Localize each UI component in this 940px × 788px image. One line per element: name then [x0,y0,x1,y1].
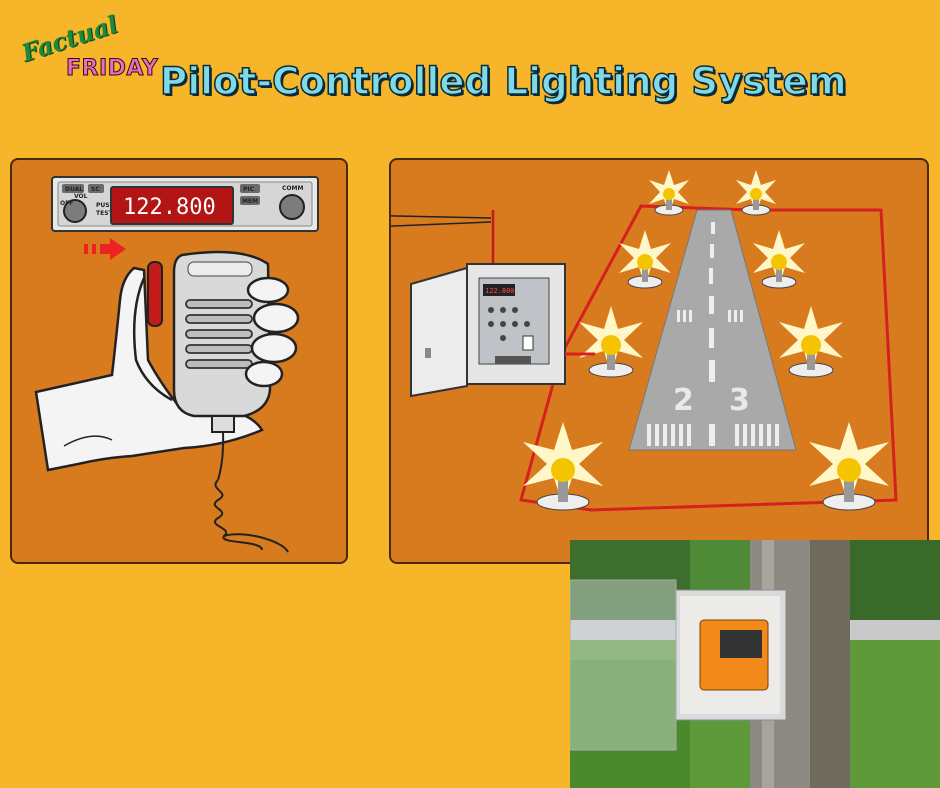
radio-panel: DUAL SC PUSH TEST VOL OFF 122.800 PIC ME… [10,158,348,564]
dual-label: DUAL [65,186,83,193]
coiled-cord [213,431,289,553]
runway-light-icon [619,230,671,289]
runway-light-icon [779,306,843,378]
runway-illustration: 2 3 [391,170,898,512]
dual-button[interactable] [62,184,84,193]
mem-label: MEM [242,198,258,205]
sc-button[interactable] [88,184,104,193]
photo-scene [570,540,940,788]
controller-door [410,266,468,398]
runway-number-left: 2 [673,383,694,418]
controller-display: 122.800 [485,287,515,295]
volume-knob[interactable] [63,199,87,223]
installed-controller-photo [570,540,940,788]
push-arrow-icon [84,238,126,260]
off-label: OFF [60,200,73,207]
runway-light-icon [753,230,805,289]
runway-panel: 2 3 [389,158,929,564]
mem-button[interactable] [240,196,260,205]
pic-button[interactable] [240,184,260,193]
ptt-button[interactable] [147,261,163,327]
comm-label: COMM [282,185,303,192]
runway-light-icon [736,170,776,216]
runway-light-icon [579,306,643,378]
callout-line [391,215,492,227]
runway-light-icon [523,422,603,511]
push-label: PUSH [96,202,115,209]
frequency-readout: 122.800 [123,195,216,220]
runway: 2 3 [628,209,797,451]
runway-lights [523,170,889,511]
comm-radio: DUAL SC PUSH TEST VOL OFF 122.800 PIC ME… [51,176,319,232]
runway-light-icon [809,422,889,511]
runway-light-icon [649,170,689,216]
pic-label: PIC [243,186,255,193]
badge-block-text: FRIDAY [65,56,159,82]
microphone [132,250,300,433]
vol-label: VOL [74,193,88,200]
radio-illustration: DUAL SC PUSH TEST VOL OFF 122.800 PIC ME… [34,176,319,553]
sc-label: SC [91,186,100,193]
frequency-display [110,186,234,225]
runway-number-right: 3 [729,383,750,418]
page-title: Pilot-Controlled Lighting System [159,59,847,104]
pcl-controller: 122.800 [410,210,595,398]
test-label: TEST [96,210,114,217]
factual-friday-logo: Factual FRIDAY [18,9,158,88]
comm-knob[interactable] [279,194,305,220]
